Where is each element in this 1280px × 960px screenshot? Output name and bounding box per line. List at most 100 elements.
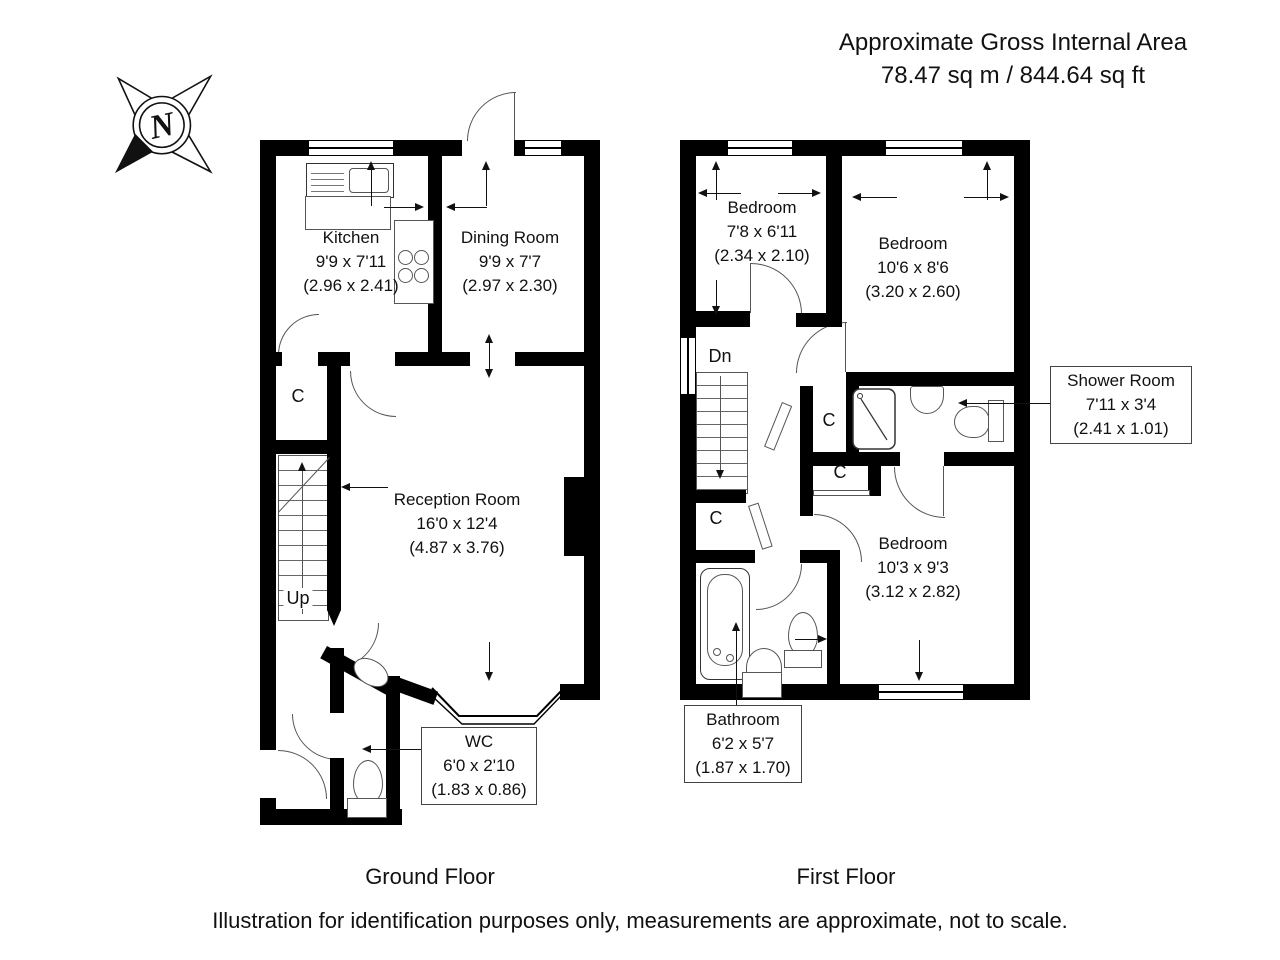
- shower-toilet-tank: [988, 400, 1004, 442]
- room-name: Bedroom: [878, 234, 948, 253]
- dimension-arrow: [485, 334, 493, 343]
- bathtub-drain: [726, 654, 734, 662]
- gf-wall-mid-seg1: [260, 352, 282, 366]
- dimension-arrow: [707, 193, 741, 194]
- ff-stairs-arrow: [716, 470, 724, 479]
- shower-room-label-box: Shower Room 7'11 x 3'4 (2.41 x 1.01): [1050, 366, 1192, 444]
- dimension-arrow: [489, 642, 490, 672]
- gf-wall-left: [260, 140, 276, 825]
- ff-wall-c2-right: [868, 466, 881, 496]
- dimension-arrow: [371, 170, 372, 206]
- dimension-arrow: [795, 639, 819, 640]
- gf-wall-mid-seg4: [515, 352, 585, 366]
- shower-room-door-leaf: [943, 466, 944, 516]
- room-dims-imperial: 9'9 x 7'7: [478, 252, 542, 271]
- room-name: Reception Room: [393, 490, 521, 509]
- dimension-arrow: [341, 483, 350, 491]
- room-dims-imperial: 9'9 x 7'11: [315, 252, 387, 271]
- wc-right-wall: [386, 676, 400, 825]
- ff-stairs-centerline: [720, 376, 721, 472]
- ff-wall-shower-bottom-left: [800, 452, 900, 466]
- dimension-arrow: [489, 343, 490, 369]
- dimension-arrow: [919, 640, 920, 672]
- dimension-arrow: [455, 207, 487, 208]
- gf-wall-end-point: [327, 610, 341, 626]
- bathroom-toilet-tank: [784, 650, 822, 668]
- bedroom2-window: [885, 140, 963, 156]
- bathroom-leader-arrow: [732, 622, 740, 631]
- room-dims-metric: (3.20 x 2.60): [865, 282, 961, 301]
- wc-left-wall-upper: [330, 648, 344, 713]
- gf-stairs-centerline: [302, 470, 303, 614]
- dimension-arrow: [861, 197, 897, 198]
- ff-cupboard3-door: [748, 502, 773, 550]
- ff-wall-bed1-bed2: [826, 156, 842, 327]
- dimension-arrow: [485, 672, 493, 681]
- dimension-arrow: [818, 635, 827, 643]
- bedroom1-door-leaf: [750, 263, 751, 313]
- room-dims-metric: (4.87 x 3.76): [409, 538, 505, 557]
- kitchen-window: [308, 140, 394, 156]
- ff-wall-bathroom-top-left: [680, 550, 755, 563]
- shower-toilet-bowl: [954, 406, 990, 438]
- kitchen-sink-basin: [349, 168, 389, 193]
- dimension-arrow: [778, 193, 812, 194]
- gf-wall-right: [584, 140, 600, 700]
- ff-wall-landing-cupboard: [800, 386, 813, 462]
- ff-cupboard2-door: [813, 490, 870, 496]
- room-dims-imperial: 6'0 x 2'10: [443, 756, 515, 775]
- bedroom2-label: Bedroom 10'6 x 8'6 (3.20 x 2.60): [865, 232, 960, 304]
- front-door-arc: [278, 750, 327, 799]
- wc-toilet-tank: [347, 798, 387, 818]
- gf-wall-mid-seg3: [395, 352, 470, 366]
- bedroom1-label: Bedroom 7'8 x 6'11 (2.34 x 2.10): [714, 196, 809, 268]
- gf-wall-bay-right-stub: [560, 684, 600, 700]
- dimension-arrow: [852, 193, 861, 201]
- landing-window: [680, 337, 696, 395]
- dimension-arrow: [812, 189, 821, 197]
- room-name: Bathroom: [706, 710, 780, 729]
- gf-wall-mid-seg2: [318, 352, 350, 366]
- ff-cupboard1-door: [764, 402, 793, 451]
- dimension-arrow: [482, 161, 490, 170]
- dimension-arrow: [712, 161, 720, 170]
- compass-rose-icon: N: [114, 74, 213, 174]
- disclaimer-text: Illustration for identification purposes…: [212, 908, 1068, 933]
- hob-burner: [398, 268, 413, 283]
- ground-floor-title: Ground Floor: [365, 864, 495, 889]
- shower-leader-arrow: [958, 399, 967, 407]
- kitchen-drainer: [311, 168, 344, 192]
- dimension-arrow: [716, 280, 717, 306]
- ff-wall-under-stairs: [696, 490, 746, 503]
- room-name: Kitchen: [322, 228, 380, 247]
- dimension-arrow: [716, 170, 717, 200]
- dimension-arrow: [367, 161, 375, 170]
- dimension-arrow: [698, 189, 707, 197]
- bathroom-leader-line: [736, 631, 737, 705]
- gf-chimney-breast: [564, 477, 584, 556]
- bedroom3-window: [878, 684, 964, 700]
- room-dims-metric: (1.83 x 0.86): [431, 780, 527, 799]
- room-dims-metric: (2.97 x 2.30): [462, 276, 558, 295]
- entrance-door-opening: [462, 140, 514, 156]
- bedroom1-window: [727, 140, 793, 156]
- room-name: Dining Room: [460, 228, 560, 247]
- ff-cupboard3-label: C: [709, 508, 723, 528]
- ff-wall-shower-top: [846, 372, 1014, 386]
- room-dims-metric: (3.12 x 2.82): [865, 582, 961, 601]
- dining-window: [524, 140, 562, 156]
- room-dims-metric: (2.96 x 2.41): [303, 276, 399, 295]
- first-floor-title: First Floor: [796, 864, 896, 889]
- wc-leader-line: [371, 749, 421, 750]
- room-dims-imperial: 10'3 x 9'3: [877, 558, 949, 577]
- reception-room-label: Reception Room 16'0 x 12'4 (4.87 x 3.76): [394, 488, 521, 560]
- stairs-down-label: Dn: [708, 346, 732, 366]
- room-name: Shower Room: [1067, 371, 1175, 390]
- bedroom3-label: Bedroom 10'3 x 9'3 (3.12 x 2.82): [865, 532, 960, 604]
- bathroom-toilet-bowl: [788, 612, 818, 656]
- hob-burner: [414, 268, 429, 283]
- bedroom2-door-leaf: [845, 322, 846, 372]
- room-dims-imperial: 7'11 x 3'4: [1085, 395, 1157, 414]
- shower-leader-line: [967, 403, 1050, 404]
- ff-cupboard1-label: C: [822, 410, 836, 430]
